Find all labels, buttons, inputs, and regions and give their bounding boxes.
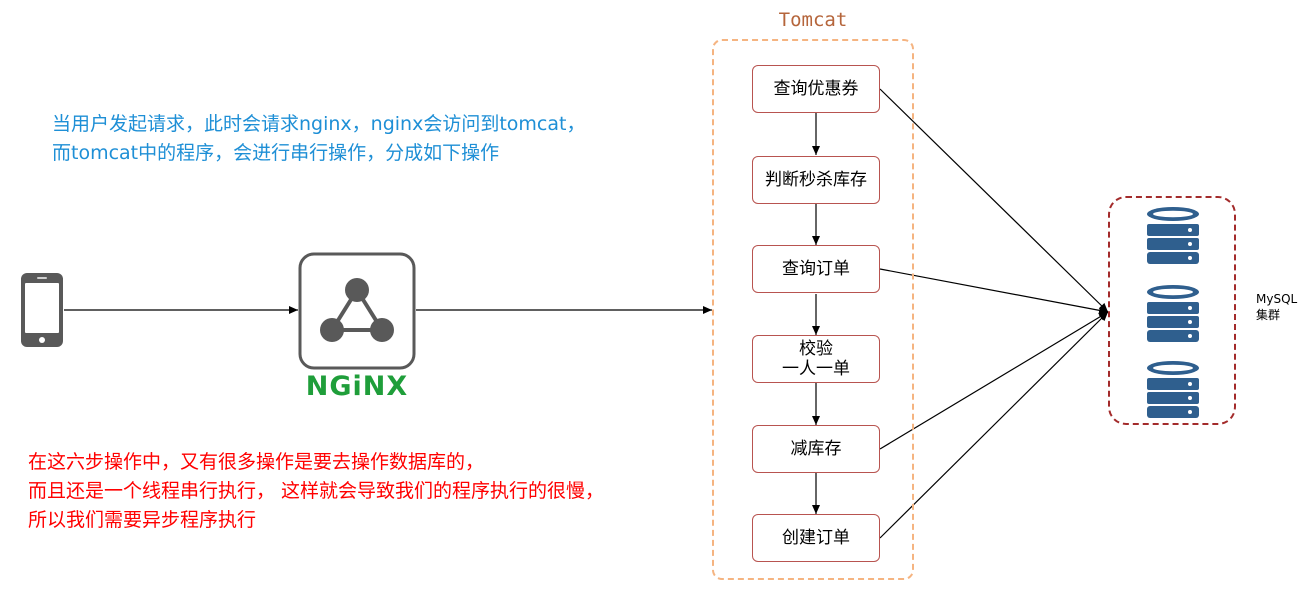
db-access-arrow [879,311,1109,539]
db-access-arrow [879,268,1109,315]
nginx-label: NGiNX [305,371,409,402]
performance-note: 在这六步操作中，又有很多操作是要去操作数据库的， 而且还是一个线程串行执行， 这… [28,451,605,531]
database-icon [1147,361,1199,418]
db-access-arrow [879,311,1109,450]
tomcat-title: Tomcat [778,9,848,31]
step-verify-one-per-user: 校验 一人一单 [752,335,880,383]
mysql-cluster-label: MySQL 集群 [1256,292,1298,322]
step-reduce-stock: 减库存 [752,425,880,473]
step-check-seckill-stock: 判断秒杀库存 [752,156,880,204]
db-access-arrow [879,88,1109,313]
step-query-coupon: 查询优惠券 [752,65,880,113]
nginx-logo-icon [298,252,416,370]
request-flow-note: 当用户发起请求，此时会请求nginx，nginx会访问到tomcat， 而tom… [52,113,586,164]
database-icon [1147,285,1199,342]
smartphone-icon [21,273,63,347]
database-icon [1147,207,1199,264]
mysql-cluster-container [1108,196,1236,425]
step-query-order: 查询订单 [752,245,880,293]
tomcat-container [712,39,914,580]
step-create-order: 创建订单 [752,514,880,562]
